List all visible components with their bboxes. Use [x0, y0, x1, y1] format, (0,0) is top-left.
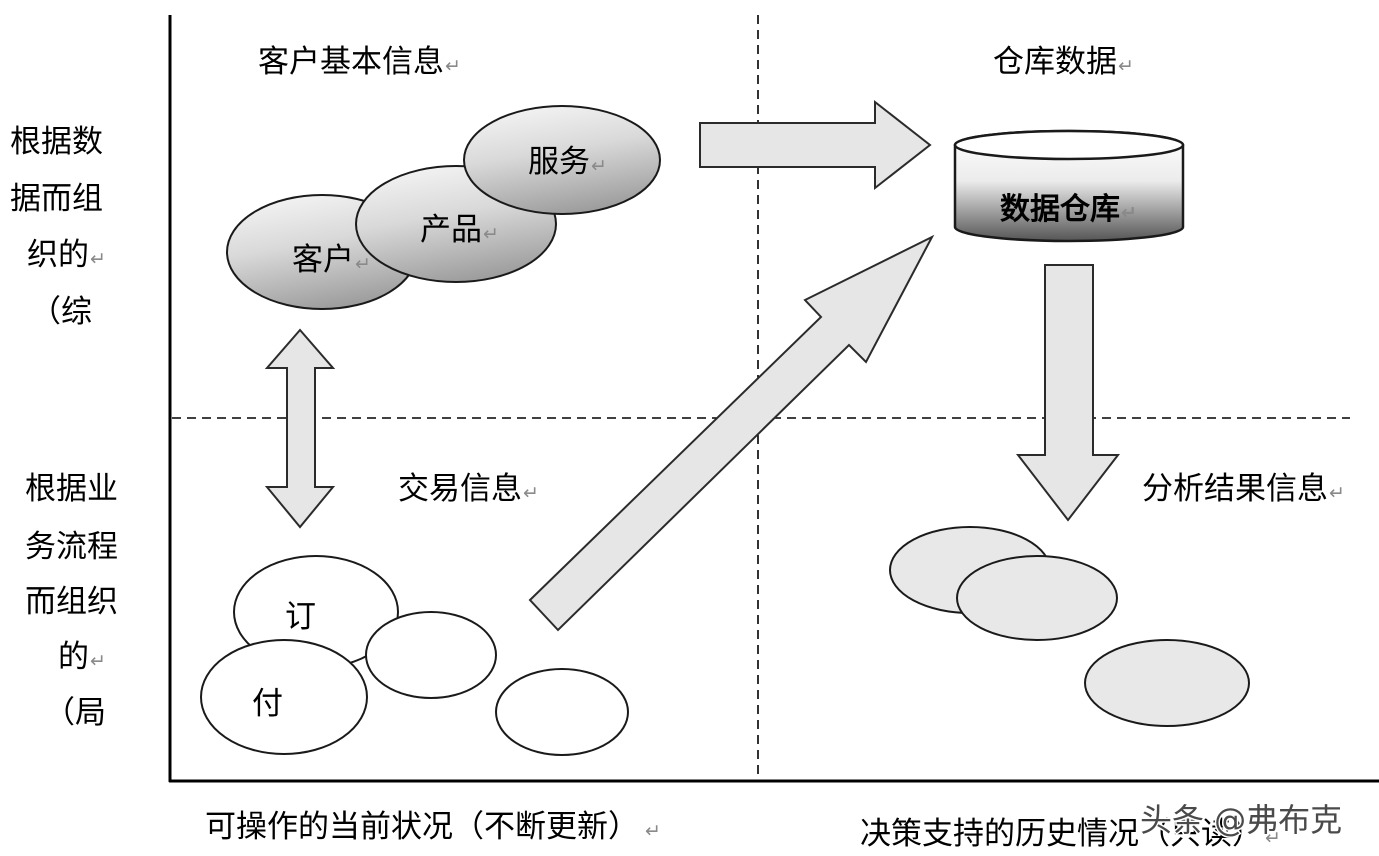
- product-ellipse-label: 产品↵: [420, 212, 499, 248]
- transaction-ellipse-small-2: [495, 668, 629, 756]
- column-label-text: 决策支持的历史情况（只读）: [860, 816, 1263, 852]
- upper-row-label-line-4: （综: [30, 294, 92, 330]
- analysis-cluster: [889, 526, 1250, 727]
- service-ellipse: [463, 105, 661, 215]
- svg-text:（局: （局: [44, 695, 106, 731]
- title-transaction-info: 交易信息↵: [398, 471, 539, 507]
- column-label-operational: 可操作的当前状况（不断更新） ↵: [205, 809, 661, 845]
- paragraph-mark: ↵: [90, 248, 106, 270]
- warehouse-label-text: 数据仓库: [1000, 192, 1120, 227]
- right-arrow-to-warehouse: [699, 99, 932, 191]
- paragraph-mark: ↵: [483, 223, 499, 245]
- title-analysis-result-info: 分析结果信息↵: [1142, 471, 1345, 507]
- paragraph-mark: ↵: [591, 155, 607, 177]
- title-text: 交易信息: [398, 471, 522, 507]
- cylinder-top: [953, 129, 1185, 161]
- data-warehouse-cylinder: 数据仓库↵: [953, 129, 1185, 243]
- customer-info-cluster: 客户↵ 产品↵ 服务↵: [226, 105, 661, 310]
- svg-text:织的↵: 织的↵: [27, 237, 106, 273]
- upper-row-label-line-3: 织的: [27, 237, 89, 273]
- service-ellipse-label: 服务↵: [528, 144, 607, 180]
- customer-ellipse-label: 客户↵: [292, 242, 371, 278]
- lower-row-label-line-5: （局: [44, 695, 106, 731]
- svg-text:根据业: 根据业: [25, 471, 118, 507]
- ellipse-label-text: 服务: [528, 144, 590, 180]
- upper-row-label: 根据数 据而组 织的↵ （综: [10, 124, 106, 330]
- lower-row-label-line-1: 根据业: [25, 471, 118, 507]
- svg-text:据而组: 据而组: [10, 181, 103, 217]
- paragraph-mark: ↵: [523, 482, 539, 504]
- paragraph-mark: ↵: [1329, 482, 1345, 504]
- paragraph-mark: ↵: [445, 55, 461, 77]
- analysis-ellipse-3: [1084, 639, 1250, 727]
- title-text: 分析结果信息: [1142, 471, 1328, 507]
- watermark: 头条 @弗布克: [1140, 801, 1342, 839]
- transaction-ellipse-small-1: [365, 611, 497, 699]
- down-arrow-to-analysis: [1015, 264, 1121, 522]
- order-ellipse-label: 订: [285, 599, 316, 635]
- transaction-cluster: 订 付: [200, 555, 629, 756]
- column-label-text: 可操作的当前状况（不断更新）: [205, 809, 639, 845]
- ellipse-label-text: 订: [285, 599, 316, 635]
- column-label-decision-support: 决策支持的历史情况（只读）↵: [860, 816, 1281, 852]
- ellipse-label-text: 客户: [292, 242, 354, 278]
- upper-row-label-line-1: 根据数: [10, 124, 103, 160]
- lower-row-label-line-2: 务流程: [25, 529, 118, 565]
- analysis-ellipse-2: [956, 555, 1118, 641]
- diagonal-arrow-to-warehouse: [528, 234, 935, 632]
- double-vertical-arrow: [264, 328, 336, 529]
- data-warehouse-label: 数据仓库↵: [1000, 192, 1137, 227]
- title-customer-basic-info: 客户基本信息↵: [258, 44, 461, 80]
- payment-ellipse-label: 付: [252, 686, 283, 722]
- title-text: 仓库数据: [993, 44, 1117, 80]
- paragraph-mark: ↵: [1118, 55, 1134, 77]
- paragraph-mark: ↵: [645, 820, 661, 842]
- lower-row-label-line-3: 而组织: [25, 584, 118, 620]
- upper-row-label-line-2: 据而组: [10, 181, 103, 217]
- title-text: 客户基本信息: [258, 44, 444, 80]
- paragraph-mark: ↵: [355, 253, 371, 275]
- lower-row-label: 根据业 务流程 而组织 的↵ （局: [25, 471, 118, 731]
- svg-text:的↵: 的↵: [58, 639, 106, 675]
- title-warehouse-data: 仓库数据↵: [993, 44, 1134, 80]
- ellipse-label-text: 付: [252, 686, 283, 722]
- lower-row-label-line-4: 的: [58, 639, 89, 675]
- svg-text:务流程: 务流程: [25, 529, 118, 565]
- paragraph-mark: ↵: [90, 650, 106, 672]
- svg-text:而组织: 而组织: [25, 584, 118, 620]
- ellipse-label-text: 产品: [420, 212, 482, 248]
- paragraph-mark: ↵: [1121, 202, 1137, 224]
- svg-text:根据数: 根据数: [10, 124, 103, 160]
- payment-ellipse: [200, 639, 368, 755]
- paragraph-mark: ↵: [1265, 827, 1281, 849]
- svg-text:（综: （综: [30, 294, 92, 330]
